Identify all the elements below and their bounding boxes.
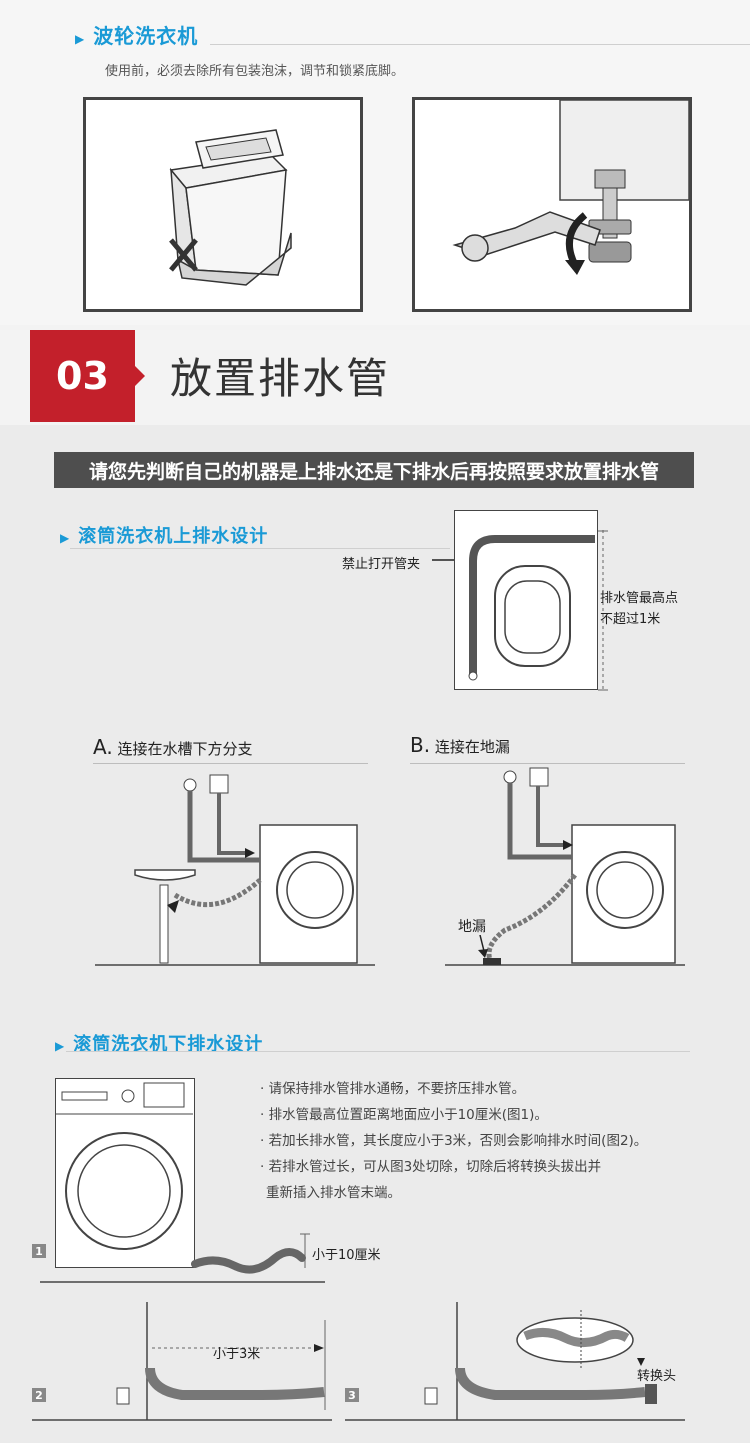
lower-drain-title-text: 滚筒洗衣机下排水设计 bbox=[73, 1034, 264, 1055]
divider bbox=[210, 44, 750, 45]
bullet-item: · 若加长排水管，其长度应小于3米，否则会影响排水时间(图2)。 bbox=[260, 1133, 648, 1149]
lower-drain-bullets: · 请保持排水管排水通畅，不要挤压排水管。 · 排水管最高位置距离地面应小于10… bbox=[260, 1076, 647, 1206]
lower-drain-washer bbox=[55, 1078, 195, 1268]
option-a-letter: A. bbox=[93, 735, 113, 759]
fig1-number: 1 bbox=[32, 1244, 46, 1258]
divider bbox=[410, 763, 685, 764]
step-number-badge: 03 bbox=[30, 330, 135, 422]
banner-title: 放置排水管 bbox=[170, 354, 391, 403]
washer-foam-illustration bbox=[169, 129, 292, 286]
fig2-number: 2 bbox=[32, 1388, 46, 1402]
clamp-label: 禁止打开管夹 bbox=[342, 557, 421, 572]
pulsator-title: ▶ 波轮洗衣机 bbox=[75, 20, 198, 49]
arrow-down-icon bbox=[478, 935, 488, 958]
notice-bar: 请您先判断自己的机器是上排水还是下排水后再按照要求放置排水管 bbox=[54, 452, 694, 488]
fig1-hose-illustration bbox=[40, 1248, 325, 1283]
fig2-label: 小于3米 bbox=[213, 1347, 261, 1362]
divider bbox=[93, 763, 368, 764]
triangle-bullet-icon: ▶ bbox=[55, 1039, 66, 1053]
option-b-illustration bbox=[445, 767, 685, 966]
upper-drain-title-text: 滚筒洗衣机上排水设计 bbox=[78, 526, 269, 547]
pulsator-foam-figure bbox=[83, 97, 363, 312]
triangle-bullet-icon: ▶ bbox=[60, 531, 71, 545]
divider bbox=[70, 548, 450, 549]
lower-drain-title: ▶ 滚筒洗衣机下排水设计 bbox=[55, 1030, 263, 1056]
height-label-2: 不超过1米 bbox=[600, 612, 661, 627]
foot-adjust-illustration bbox=[452, 99, 690, 275]
option-b-title: B. 连接在地漏 bbox=[410, 733, 510, 757]
height-label-1: 排水管最高点 bbox=[600, 591, 679, 606]
fig1-label: 小于10厘米 bbox=[312, 1248, 381, 1263]
foot-adjust-figure bbox=[412, 97, 692, 312]
option-a-title: A. 连接在水槽下方分支 bbox=[93, 735, 252, 759]
bullet-item: · 排水管最高位置距离地面应小于10厘米(图1)。 bbox=[260, 1107, 548, 1123]
height-dimension-line bbox=[598, 530, 608, 691]
bullet-item: · 若排水管过长，可从图3处切除，切除后将转换头拔出并 bbox=[260, 1159, 602, 1175]
fig3-number: 3 bbox=[345, 1388, 359, 1402]
fig1-dimension-line bbox=[300, 1233, 310, 1268]
upper-drain-washer bbox=[454, 510, 598, 690]
front-loader-illustration bbox=[56, 1082, 193, 1250]
badge-arrow-icon bbox=[135, 366, 145, 386]
fig2-illustration bbox=[32, 1302, 332, 1421]
upper-drain-illustration bbox=[468, 535, 595, 681]
fig3-label: 转换头 bbox=[637, 1369, 677, 1384]
upper-drain-title: ▶ 滚筒洗衣机上排水设计 bbox=[60, 522, 268, 548]
floor-drain-label: 地漏 bbox=[458, 919, 486, 935]
fig3-illustration bbox=[345, 1302, 685, 1421]
pulsator-note: 使用前，必须去除所有包装泡沫，调节和锁紧底脚。 bbox=[105, 64, 405, 79]
pulsator-title-text: 波轮洗衣机 bbox=[93, 24, 199, 48]
divider bbox=[66, 1051, 690, 1052]
option-a-illustration bbox=[95, 774, 375, 966]
option-a-text: 连接在水槽下方分支 bbox=[117, 740, 253, 758]
option-b-letter: B. bbox=[410, 733, 431, 757]
option-b-text: 连接在地漏 bbox=[434, 738, 510, 756]
triangle-bullet-icon: ▶ bbox=[75, 32, 86, 46]
bullet-item: 重新插入排水管末端。 bbox=[266, 1185, 401, 1201]
bullet-item: · 请保持排水管排水通畅，不要挤压排水管。 bbox=[260, 1081, 526, 1097]
